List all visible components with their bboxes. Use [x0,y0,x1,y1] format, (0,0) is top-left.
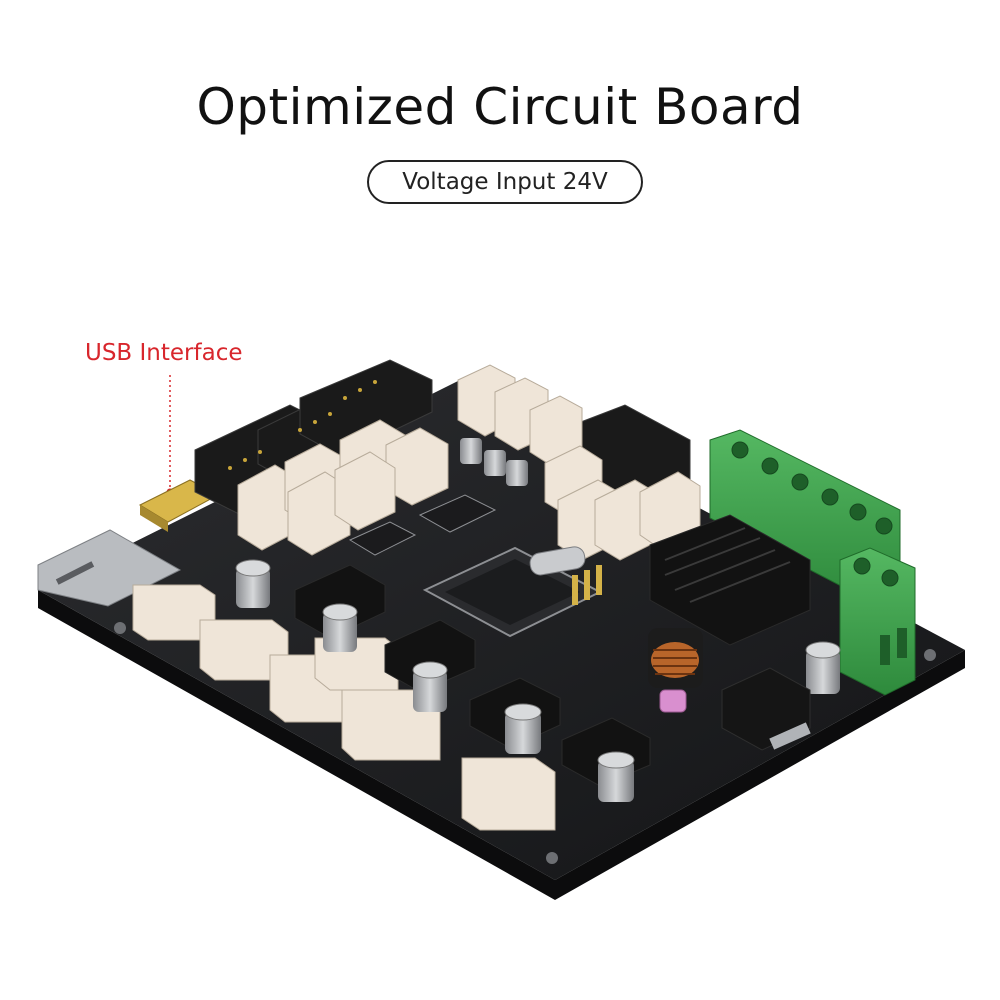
ic-chip [418,494,497,533]
usb-interface-label: USB Interface [85,340,243,366]
pin-header [572,565,602,605]
mounting-hole [546,852,558,864]
capacitors [235,438,841,802]
voltage-regulator [721,667,811,751]
crystal-oscillator [529,546,586,576]
voltage-badge: Voltage Input 24V [367,160,643,204]
mounting-hole [924,649,936,661]
ic-chip [348,521,417,556]
jst-connectors [132,364,701,831]
screw-terminal-block [709,429,916,696]
page-title: Optimized Circuit Board [196,78,804,136]
mounting-hole [114,622,126,634]
heatsinks [294,514,811,787]
